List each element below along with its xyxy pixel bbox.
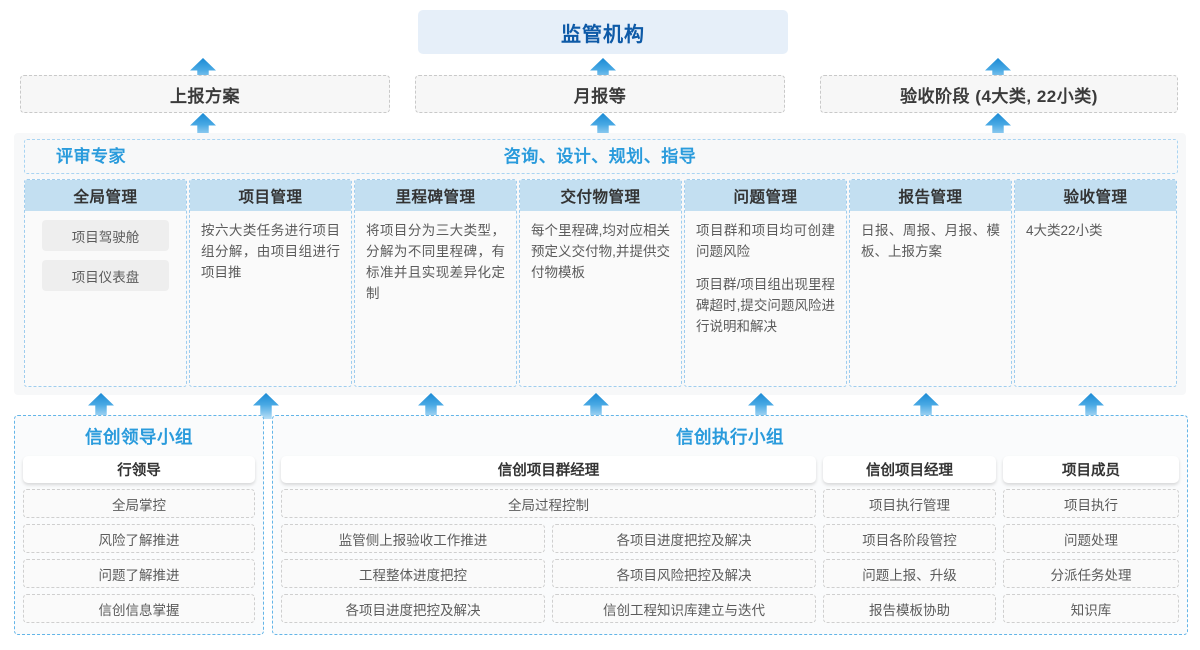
role-column-program-manager: 信创项目群经理 全局过程控制 监管侧上报验收工作推进 各项目进度把控及解决 工程… [281,456,816,623]
role-item[interactable]: 全局掌控 [23,489,255,518]
module-title: 全局管理 [25,180,186,211]
role-head[interactable]: 信创项目群经理 [281,456,816,483]
top-box-report-plan[interactable]: 上报方案 [20,75,390,113]
role-item[interactable]: 全局过程控制 [281,489,816,518]
module-body: 按六大类任务进行项目组分解，由项目组进行项目推 [190,211,351,283]
module-title: 交付物管理 [520,180,681,211]
role-item[interactable]: 问题上报、升级 [823,559,996,588]
module-title: 验收管理 [1015,180,1176,211]
module-column-acceptance-management[interactable]: 验收管理 4大类22小类 [1014,179,1177,387]
module-body: 项目群和项目均可创建问题风险 项目群/项目组出现里程碑超时,提交问题风险进行说明… [685,211,846,337]
role-item[interactable]: 项目各阶段管控 [823,524,996,553]
role-item[interactable]: 风险了解推进 [23,524,255,553]
module-paragraph: 4大类22小类 [1026,223,1103,238]
module-body: 项目驾驶舱 项目仪表盘 [25,211,186,291]
module-pill[interactable]: 项目仪表盘 [42,260,169,291]
top-box-monthly-report[interactable]: 月报等 [415,75,785,113]
module-column-issue-management[interactable]: 问题管理 项目群和项目均可创建问题风险 项目群/项目组出现里程碑超时,提交问题风… [684,179,847,387]
module-pill[interactable]: 项目驾驶舱 [42,220,169,251]
role-item[interactable]: 项目执行管理 [823,489,996,518]
middle-label-consulting: 咨询、设计、规划、指导 [503,147,697,166]
role-item[interactable]: 分派任务处理 [1003,559,1179,588]
role-column-project-members: 项目成员 项目执行 问题处理 分派任务处理 知识库 [1003,456,1179,623]
program-manager-row: 各项目进度把控及解决 信创工程知识库建立与迭代 [281,594,816,623]
role-item[interactable]: 知识库 [1003,594,1179,623]
middle-label-reviewers: 评审专家 [56,147,126,166]
program-manager-row: 工程整体进度把控 各项目风险把控及解决 [281,559,816,588]
module-body: 4大类22小类 [1015,211,1176,241]
role-item[interactable]: 报告模板协助 [823,594,996,623]
module-column-project-management[interactable]: 项目管理 按六大类任务进行项目组分解，由项目组进行项目推 [189,179,352,387]
module-title: 里程碑管理 [355,180,516,211]
role-item[interactable]: 监管侧上报验收工作推进 [281,524,545,553]
role-item[interactable]: 各项目进度把控及解决 [552,524,816,553]
module-body: 将项目分为三大类型，分解为不同里程碑，有标准并且实现差异化定制 [355,211,516,304]
role-item[interactable]: 项目执行 [1003,489,1179,518]
module-body: 日报、周报、月报、模板、上报方案 [850,211,1011,262]
module-title: 报告管理 [850,180,1011,211]
module-column-milestone-management[interactable]: 里程碑管理 将项目分为三大类型，分解为不同里程碑，有标准并且实现差异化定制 [354,179,517,387]
module-paragraph: 按六大类任务进行项目组分解，由项目组进行项目推 [201,223,340,280]
module-paragraph: 项目群/项目组出现里程碑超时,提交问题风险进行说明和解决 [696,277,835,334]
middle-panel: 评审专家 咨询、设计、规划、指导 全局管理 项目驾驶舱 项目仪表盘 项目管理 按… [14,133,1186,395]
role-item[interactable]: 问题处理 [1003,524,1179,553]
module-paragraph: 每个里程碑,均对应相关预定义交付物,并提供交付物模板 [531,223,670,280]
top-box-acceptance-stage[interactable]: 验收阶段 (4大类, 22小类) [820,75,1178,113]
exec-group-title: 信创执行小组 [676,427,784,447]
role-head[interactable]: 项目成员 [1003,456,1179,483]
module-paragraph: 项目群和项目均可创建问题风险 [696,223,835,259]
module-title: 问题管理 [685,180,846,211]
authority-label: 监管机构 [561,23,645,46]
authority-box: 监管机构 [418,10,788,54]
module-column-deliverable-management[interactable]: 交付物管理 每个里程碑,均对应相关预定义交付物,并提供交付物模板 [519,179,682,387]
top-box-label: 月报等 [573,86,627,106]
leader-group-title: 信创领导小组 [85,427,193,447]
role-item[interactable]: 信创工程知识库建立与迭代 [552,594,816,623]
exec-group-panel: 信创执行小组 信创项目群经理 全局过程控制 监管侧上报验收工作推进 各项目进度把… [272,415,1188,635]
role-head[interactable]: 行领导 [23,456,255,483]
middle-label-band [24,139,1178,174]
role-item[interactable]: 问题了解推进 [23,559,255,588]
leader-group-roles: 行领导 全局掌控 风险了解推进 问题了解推进 信创信息掌握 [23,456,255,623]
module-column-report-management[interactable]: 报告管理 日报、周报、月报、模板、上报方案 [849,179,1012,387]
top-box-label: 上报方案 [170,86,240,106]
role-item[interactable]: 各项目进度把控及解决 [281,594,545,623]
module-paragraph: 将项目分为三大类型，分解为不同里程碑，有标准并且实现差异化定制 [366,223,505,301]
role-column-bank-leader: 行领导 全局掌控 风险了解推进 问题了解推进 信创信息掌握 [23,456,255,623]
role-item[interactable]: 各项目风险把控及解决 [552,559,816,588]
module-paragraph: 日报、周报、月报、模板、上报方案 [861,223,1000,259]
leader-group-panel: 信创领导小组 行领导 全局掌控 风险了解推进 问题了解推进 信创信息掌握 [14,415,264,635]
module-column-global-management[interactable]: 全局管理 项目驾驶舱 项目仪表盘 [24,179,187,387]
module-body: 每个里程碑,均对应相关预定义交付物,并提供交付物模板 [520,211,681,283]
program-manager-row: 监管侧上报验收工作推进 各项目进度把控及解决 [281,524,816,553]
module-title: 项目管理 [190,180,351,211]
role-head[interactable]: 信创项目经理 [823,456,996,483]
role-column-project-manager: 信创项目经理 项目执行管理 项目各阶段管控 问题上报、升级 报告模板协助 [823,456,996,623]
role-item[interactable]: 信创信息掌握 [23,594,255,623]
top-box-label: 验收阶段 (4大类, 22小类) [900,86,1098,106]
role-item[interactable]: 工程整体进度把控 [281,559,545,588]
